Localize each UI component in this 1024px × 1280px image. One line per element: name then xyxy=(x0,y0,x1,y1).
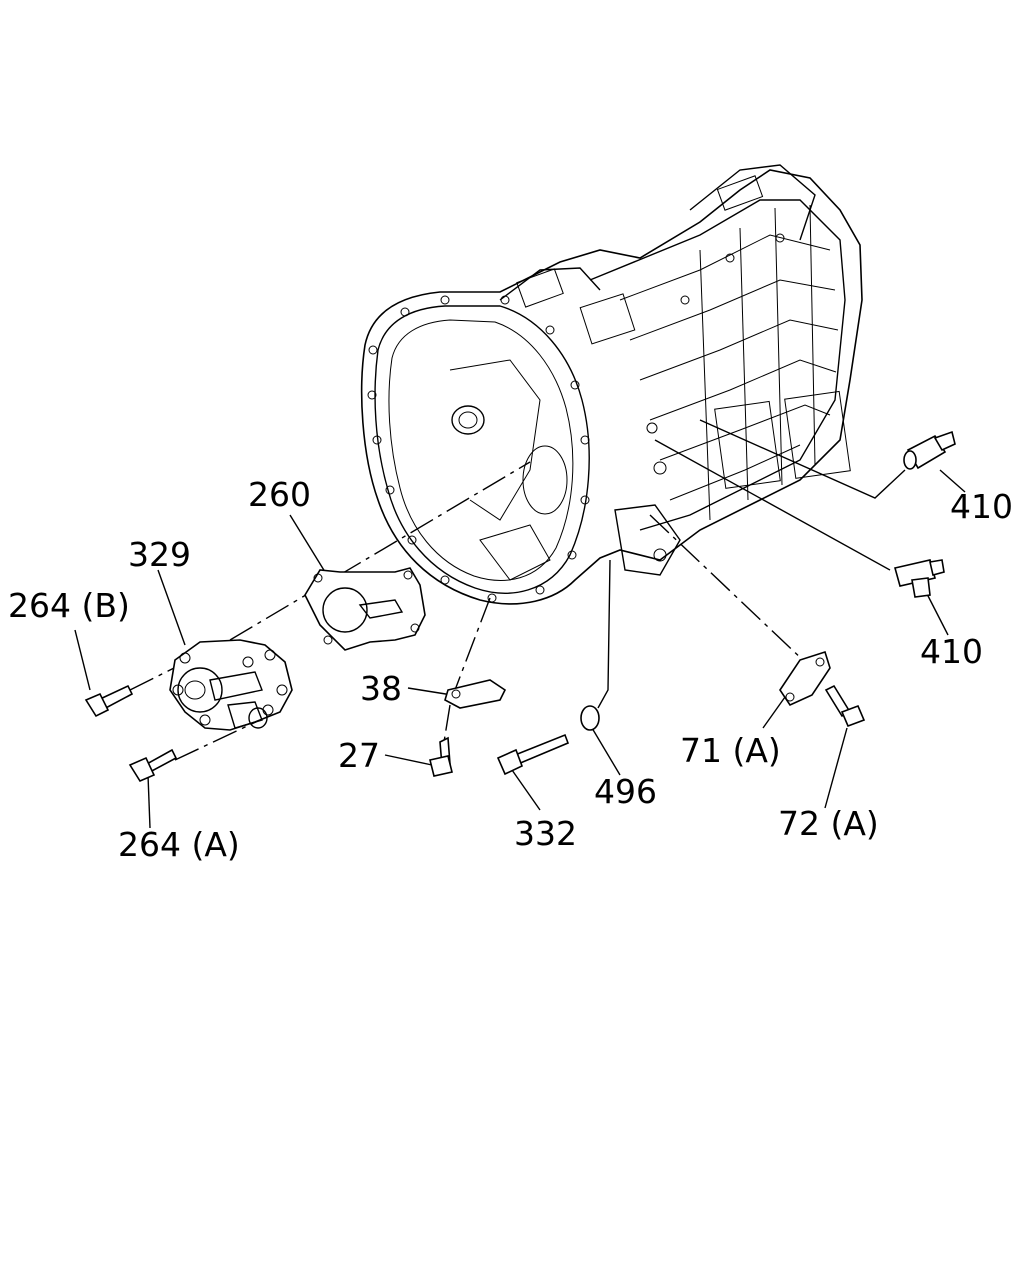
part-496-o-ring xyxy=(580,705,600,731)
label-332: 332 xyxy=(514,814,577,853)
label-264b: 264 (B) xyxy=(8,586,130,625)
label-260: 260 xyxy=(248,475,311,514)
label-264a: 264 (A) xyxy=(118,825,240,864)
label-72a: 72 (A) xyxy=(778,804,879,843)
part-329-pump-body xyxy=(169,639,293,731)
label-496: 496 xyxy=(594,772,657,811)
part-38-cover-plate xyxy=(444,679,507,709)
label-27: 27 xyxy=(338,736,380,775)
part-71a-cover-plate xyxy=(779,650,831,707)
part-27-bolt xyxy=(429,736,453,777)
part-264a-bolt xyxy=(128,748,178,783)
transmission-housing xyxy=(360,164,863,605)
part-260-gasket xyxy=(304,567,426,651)
part-264b-bolt xyxy=(84,684,134,718)
label-410-bottom: 410 xyxy=(920,632,983,671)
callout-labels: 260 329 264 (B) 38 27 264 (A) 332 496 71… xyxy=(8,475,1013,864)
leader-lines xyxy=(74,419,966,829)
label-38: 38 xyxy=(360,669,402,708)
label-71a: 71 (A) xyxy=(680,731,781,770)
part-72a-bolt xyxy=(824,684,866,728)
part-332-plug xyxy=(496,733,570,776)
label-329: 329 xyxy=(128,535,191,574)
part-410-fitting-lower xyxy=(894,559,945,598)
part-410-fitting-upper xyxy=(903,430,956,470)
label-410-top: 410 xyxy=(950,487,1013,526)
